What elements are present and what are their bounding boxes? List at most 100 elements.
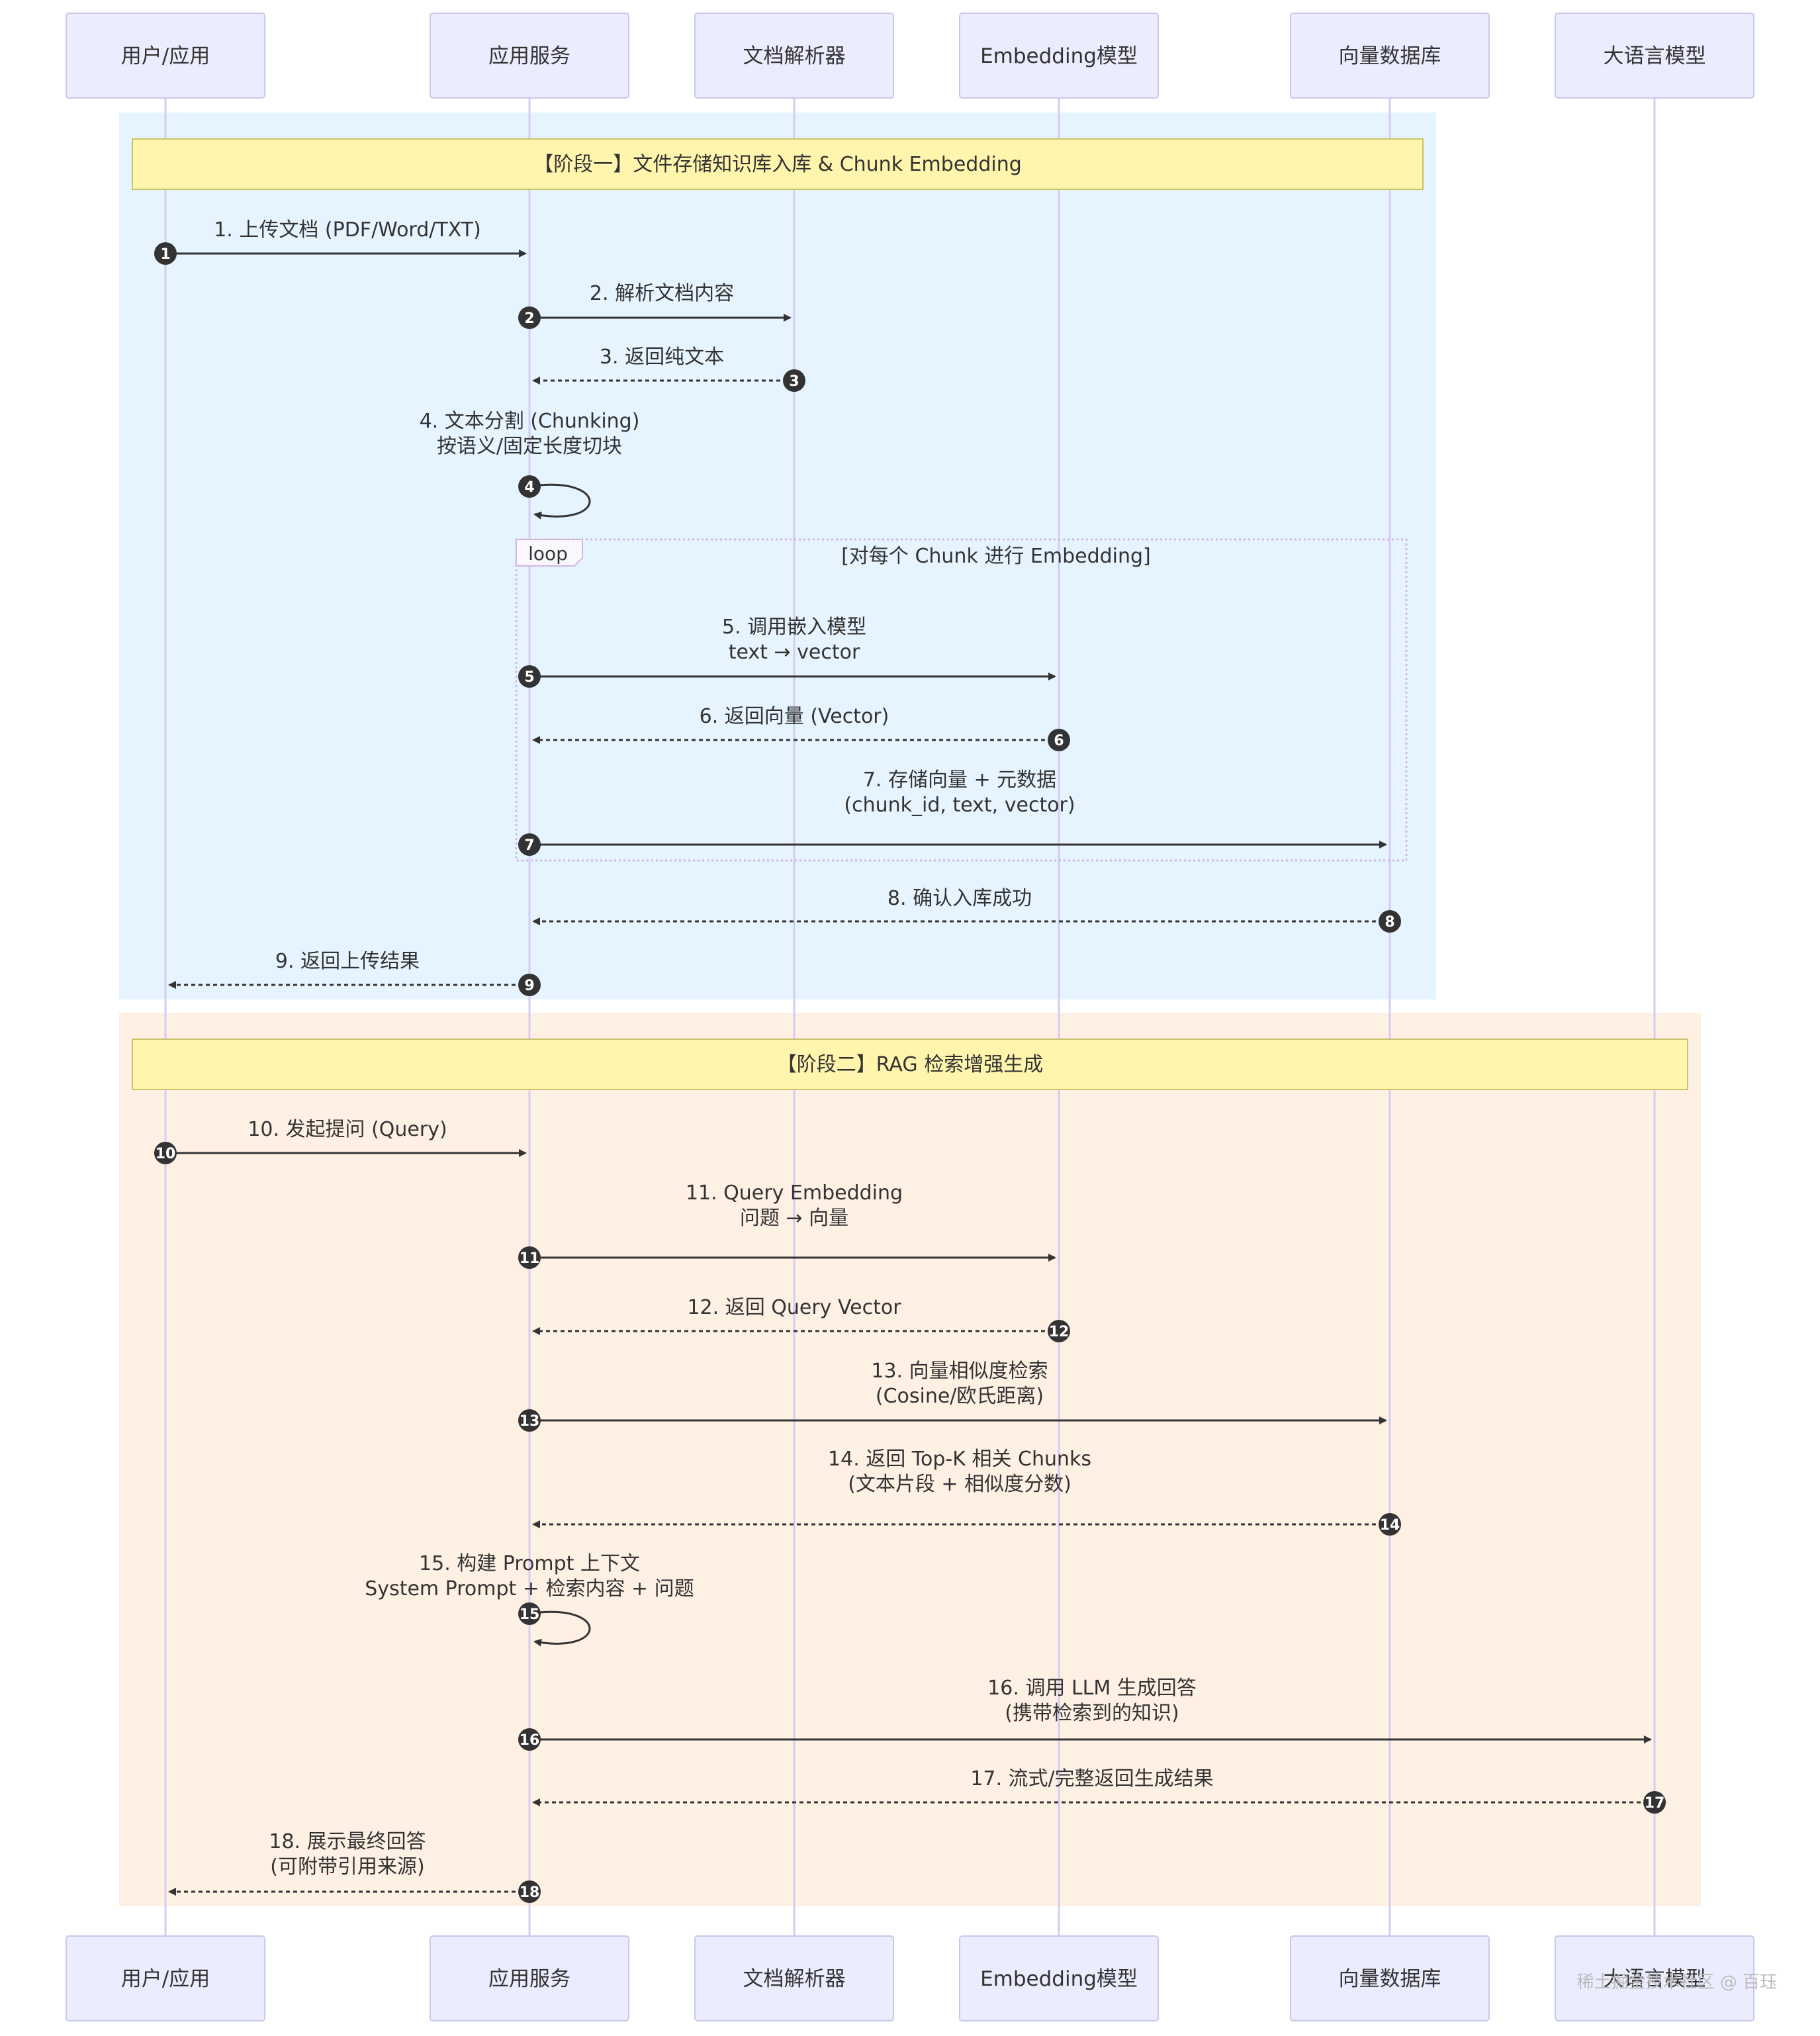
phase-2-title: 【阶段二】RAG 检索增强生成	[777, 1053, 1043, 1076]
message-1-number: 1	[160, 246, 170, 263]
message-5-label: 5. 调用嵌入模型	[722, 616, 866, 639]
actor-box-embed-bottom	[959, 1935, 1159, 2021]
actor-label-user-top: 用户/应用	[121, 44, 210, 68]
phase-1-background	[119, 113, 1436, 999]
message-13: 13. 向量相似度检索(Cosine/欧氏距离) 13	[518, 1360, 1387, 1432]
message-18-badge	[518, 1880, 541, 1903]
actor-label-llm-bottom: 大语言模型	[1604, 1967, 1706, 1991]
message-5-badge	[518, 665, 541, 688]
message-6-badge	[1048, 729, 1070, 751]
actor-label-parser-bottom: 文档解析器	[743, 1967, 846, 1991]
messages: 1. 上传文档 (PDF/Word/TXT) 1 2. 解析文档内容 2 3. 返回纯文…	[154, 218, 1666, 1903]
phase-2-note	[132, 1039, 1688, 1090]
phase-backgrounds	[119, 113, 1701, 1906]
message-4-arrow	[529, 483, 591, 520]
actor-box-llm-bottom	[1555, 1935, 1754, 2021]
message-18-label-line2: (可附带引用来源)	[270, 1855, 424, 1878]
phase-notes: 【阶段一】文件存储知识库入库 & Chunk Embedding【阶段二】RAG…	[132, 138, 1688, 1090]
message-10-number: 10	[156, 1146, 176, 1162]
message-18-label: 18. 展示最终回答	[269, 1830, 426, 1853]
actor-label-user-bottom: 用户/应用	[121, 1967, 210, 1991]
message-11-number: 11	[520, 1250, 540, 1267]
message-4-badge	[518, 475, 541, 498]
message-8-label: 8. 确认入库成功	[887, 887, 1032, 910]
message-9-label: 9. 返回上传结果	[275, 950, 420, 973]
message-13-badge	[518, 1409, 541, 1432]
message-12-badge	[1048, 1320, 1070, 1342]
message-5-label-line2: text → vector	[729, 641, 860, 664]
message-5-number: 5	[524, 669, 534, 686]
watermark: 稀土掘金技术社区 @ 百珏	[1576, 1972, 1777, 1992]
actor-label-llm-top: 大语言模型	[1604, 44, 1706, 68]
actor-box-app-top	[430, 13, 629, 99]
message-9-badge	[518, 974, 541, 996]
message-6: 6. 返回向量 (Vector) 6	[532, 705, 1070, 751]
lifelines	[164, 98, 1656, 1936]
phase-2-background	[119, 1013, 1701, 1906]
message-3: 3. 返回纯文本 3	[532, 346, 805, 392]
message-7-label: 7. 存储向量 + 元数据	[863, 768, 1056, 792]
message-10-label: 10. 发起提问 (Query)	[248, 1118, 447, 1141]
message-7-badge	[518, 833, 541, 856]
message-1: 1. 上传文档 (PDF/Word/TXT) 1	[154, 218, 527, 265]
loop-keyword: loop	[528, 543, 568, 565]
message-1-label: 1. 上传文档 (PDF/Word/TXT)	[214, 218, 481, 242]
loop-condition: [对每个 Chunk 进行 Embedding]	[841, 545, 1151, 568]
message-3-number: 3	[789, 373, 799, 390]
actor-box-vdb-top	[1290, 13, 1490, 99]
message-10: 10. 发起提问 (Query) 10	[154, 1118, 527, 1164]
actors: 用户/应用用户/应用应用服务应用服务文档解析器文档解析器Embedding模型E…	[66, 13, 1754, 2021]
message-4-label-line2: 按语义/固定长度切块	[437, 435, 622, 458]
message-12-number: 12	[1049, 1324, 1069, 1340]
message-14-number: 14	[1380, 1517, 1400, 1534]
loop-frame-border	[515, 538, 1408, 862]
message-4-number: 4	[524, 479, 534, 496]
message-13-label: 13. 向量相似度检索	[871, 1360, 1048, 1383]
message-14-label: 14. 返回 Top-K 相关 Chunks	[828, 1448, 1091, 1471]
message-2-label: 2. 解析文档内容	[590, 282, 734, 305]
actor-label-app-top: 应用服务	[488, 44, 570, 68]
message-2-number: 2	[524, 310, 534, 327]
actor-box-vdb-bottom	[1290, 1935, 1490, 2021]
message-15-number: 15	[520, 1606, 540, 1623]
message-8-badge	[1379, 910, 1401, 933]
message-17-badge	[1643, 1791, 1666, 1814]
message-17-label: 17. 流式/完整返回生成结果	[970, 1767, 1213, 1790]
actor-label-vdb-top: 向量数据库	[1339, 44, 1441, 68]
message-14-badge	[1379, 1513, 1401, 1536]
message-16-label-line2: (携带检索到的知识)	[1005, 1702, 1179, 1725]
message-2: 2. 解析文档内容 2	[518, 282, 792, 329]
message-15-label-line2: System Prompt + 检索内容 + 问题	[365, 1577, 694, 1600]
message-1-badge	[154, 242, 177, 265]
phase-1-note	[132, 138, 1424, 190]
message-7-number: 7	[524, 837, 534, 854]
message-16-label: 16. 调用 LLM 生成回答	[987, 1677, 1197, 1700]
actor-label-embed-bottom: Embedding模型	[980, 1967, 1138, 1991]
actor-box-parser-bottom	[694, 1935, 894, 2021]
actor-label-embed-top: Embedding模型	[980, 44, 1138, 68]
message-14: 14. 返回 Top-K 相关 Chunks(文本片段 + 相似度分数)14	[532, 1448, 1401, 1536]
message-18-number: 18	[520, 1884, 540, 1901]
message-11-label-line2: 问题 → 向量	[740, 1207, 848, 1230]
message-16: 16. 调用 LLM 生成回答(携带检索到的知识)16	[518, 1677, 1652, 1751]
message-13-number: 13	[520, 1413, 540, 1430]
loop-frame: loop [对每个 Chunk 进行 Embedding]	[515, 538, 1408, 862]
message-3-label: 3. 返回纯文本	[600, 346, 724, 369]
actor-label-app-bottom: 应用服务	[488, 1967, 570, 1991]
message-7: 7. 存储向量 + 元数据(chunk_id, text, vector) 7	[518, 768, 1387, 856]
message-10-badge	[154, 1142, 177, 1164]
actor-box-app-bottom	[430, 1935, 629, 2021]
message-7-label-line2: (chunk_id, text, vector)	[844, 794, 1075, 817]
message-15-label: 15. 构建 Prompt 上下文	[419, 1552, 640, 1575]
actor-box-user-top	[66, 13, 265, 99]
message-6-number: 6	[1054, 733, 1064, 749]
message-13-label-line2: (Cosine/欧氏距离)	[876, 1385, 1044, 1408]
message-6-label: 6. 返回向量 (Vector)	[700, 705, 889, 728]
loop-tag-box	[516, 539, 583, 567]
